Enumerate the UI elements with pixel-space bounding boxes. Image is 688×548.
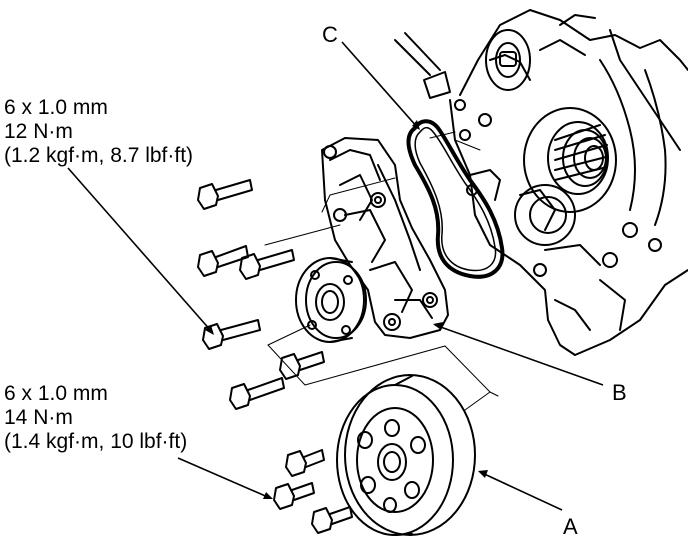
callout-b-label: B <box>612 380 627 405</box>
pump-flange <box>295 257 367 343</box>
alignment-lines <box>264 131 499 411</box>
pump-pulley <box>336 374 476 536</box>
leader-lines <box>67 41 604 511</box>
water-pump-body <box>321 137 449 339</box>
upper-spec-torque-alt: (1.2 kgf·m, 8.7 lbf·ft) <box>4 144 194 167</box>
leader-arrowheads <box>205 120 488 499</box>
callout-c-label: C <box>322 22 338 47</box>
engine-block <box>394 9 688 356</box>
upper-spec-torque: 12 N·m <box>4 120 73 143</box>
lower-bolts <box>273 449 353 534</box>
lower-spec-torque: 14 N·m <box>4 406 73 429</box>
lower-spec-size: 6 x 1.0 mm <box>4 382 108 405</box>
upper-spec-size: 6 x 1.0 mm <box>4 96 108 119</box>
lower-spec-torque-alt: (1.4 kgf·m, 10 lbf·ft) <box>4 430 188 453</box>
o-ring-gasket <box>406 119 505 279</box>
callout-a-label: A <box>563 514 578 539</box>
upper-bolts <box>197 179 325 410</box>
